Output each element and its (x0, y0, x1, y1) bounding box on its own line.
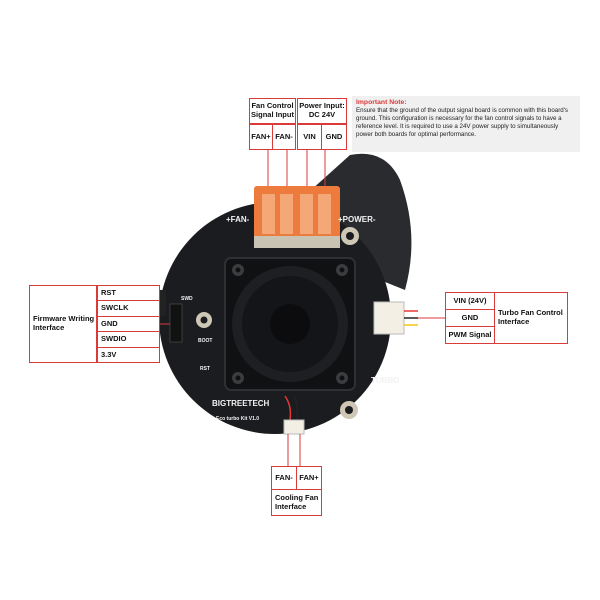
cooling-fan-connector (283, 419, 305, 435)
silk-model: Eco turbo Kit V1.0 (216, 416, 259, 422)
terminal-blocks (254, 186, 340, 248)
gnd-top-label: GND (321, 124, 347, 150)
silk-power: +POWER- (338, 215, 376, 224)
fan-plus-bottom-label: FAN+ (296, 466, 322, 490)
swdio-label: SWDIO (97, 331, 160, 348)
silk-turbo: TURBO (371, 376, 399, 385)
rst-label: RST (97, 285, 160, 301)
fan-minus-bottom-label: FAN- (271, 466, 297, 490)
silk-boot: BOOT (198, 338, 212, 344)
swd-header (169, 303, 183, 343)
fan-control-label: Fan Control Signal Input (249, 98, 296, 124)
cooling-fan (224, 257, 356, 391)
pwm-signal-label: PWM Signal (445, 326, 495, 344)
fan-minus-top-label: FAN- (272, 124, 296, 150)
important-note: Important Note: Ensure that the ground o… (352, 96, 580, 152)
gnd-right-label: GND (445, 309, 495, 327)
silk-brand: BIGTREETECH (212, 399, 270, 408)
fan-plus-top-label: FAN+ (249, 124, 273, 150)
vin-top-label: VIN (297, 124, 322, 150)
leader-lines (160, 150, 445, 466)
turbo-fan-control-label: Turbo Fan Control Interface (494, 292, 568, 344)
firmware-writing-label: Firmware Writing Interface (29, 285, 97, 363)
v33-label: 3.3V (97, 347, 160, 363)
silk-rst: RST (200, 366, 210, 372)
power-input-label: Power Input: DC 24V (297, 98, 347, 124)
important-note-text: Ensure that the ground of the output sig… (356, 107, 569, 138)
silk-fan: +FAN- (226, 215, 250, 224)
vin24-label: VIN (24V) (445, 292, 495, 310)
gnd-left-label: GND (97, 316, 160, 332)
swclk-label: SWCLK (97, 300, 160, 317)
important-note-title: Important Note: (356, 99, 407, 106)
silk-swd: SWD (181, 296, 193, 302)
cooling-fan-interface-label: Cooling Fan Interface (271, 489, 322, 516)
turbo-connector (373, 301, 405, 335)
